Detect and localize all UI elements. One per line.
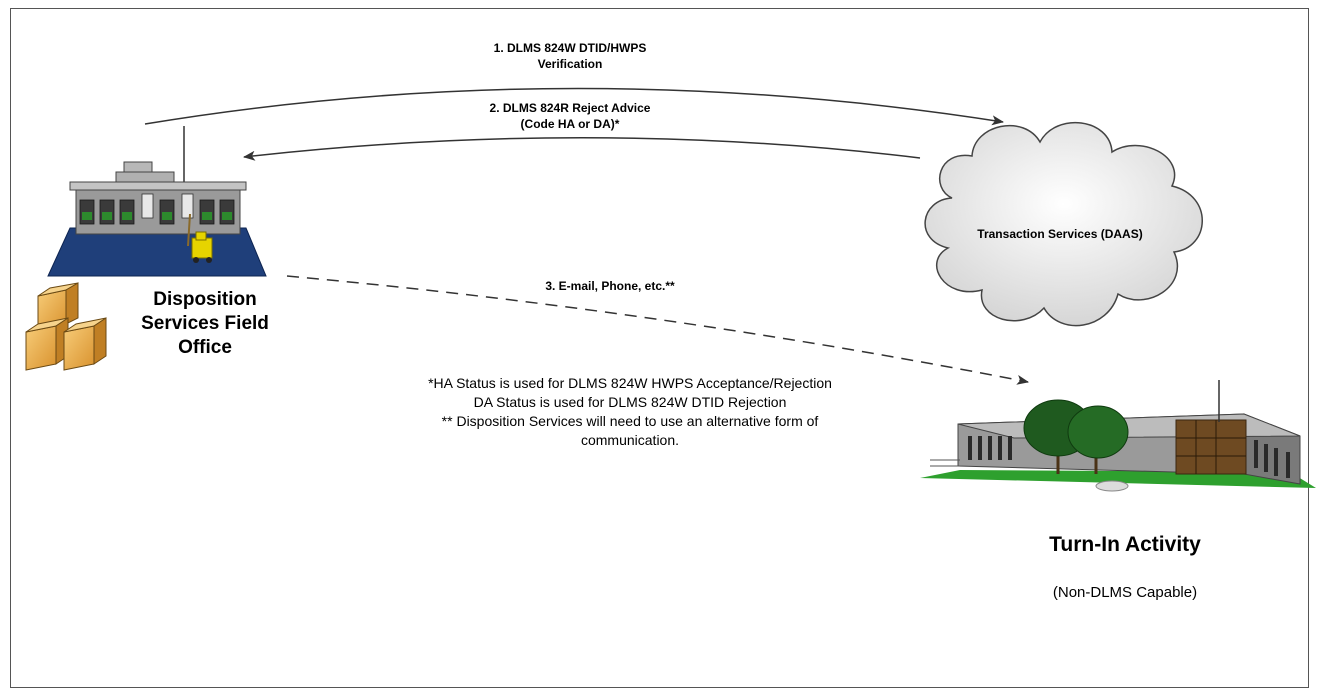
arrow-alternate-label: 3. E-mail, Phone, etc.** [500,278,720,294]
field-office-label-line2: Services Field [141,313,269,334]
turn-in-title: Turn-In Activity [1049,533,1201,556]
arrow-alternate-label-line1: 3. E-mail, Phone, etc.** [545,279,675,293]
arrow-reject [243,137,921,161]
field-office-label: Disposition Services Field Office [120,288,290,360]
arrow-verification [144,87,1004,126]
footnote-line2: DA Status is used for DLMS 824W DTID Rej… [473,394,787,410]
field-office-label-line3: Office [178,337,232,358]
warehouse-icon [47,126,267,277]
footnote-line1: *HA Status is used for DLMS 824W HWPS Ac… [428,375,832,391]
cloud-icon [924,121,1203,327]
arrow-verification-label-line2: Verification [537,57,603,71]
arrow-reject-label-line1: 2. DLMS 824R Reject Advice [489,101,651,115]
arrow-reject-label-line2: (Code HA or DA)* [520,117,620,131]
turn-in-subtitle: (Non-DLMS Capable) [1052,584,1198,601]
boxes-icon [25,282,107,371]
daas-label: Transaction Services (DAAS) [977,227,1143,241]
footnote-line3: ** Disposition Services will need to use… [441,413,819,429]
office-building-icon [920,380,1316,492]
field-office-label-line1: Disposition [153,289,257,310]
footnote-line4: communication. [580,432,680,448]
footnotes: *HA Status is used for DLMS 824W HWPS Ac… [340,374,920,450]
arrow-verification-label-line1: 1. DLMS 824W DTID/HWPS [493,41,647,55]
arrow-verification-label: 1. DLMS 824W DTID/HWPS Verification [470,40,670,72]
forklift-icon [187,213,213,263]
arrow-alternate [286,275,1029,385]
diagram-frame [10,8,1309,688]
arrow-reject-label: 2. DLMS 824R Reject Advice (Code HA or D… [470,100,670,132]
